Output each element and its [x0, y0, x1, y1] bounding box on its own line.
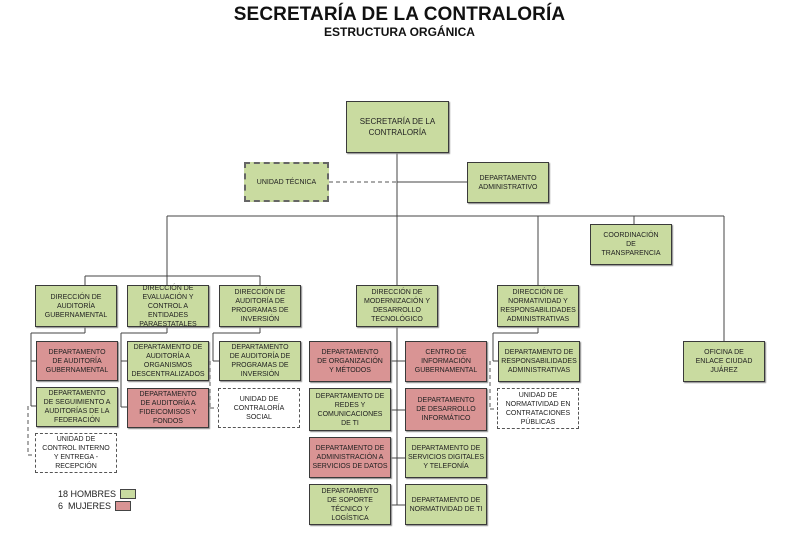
node-unidad-normatividad-contrataciones: UNIDAD DE NORMATIVIDAD EN CONTRATACIONES… — [497, 388, 579, 429]
node-depto-organismos: DEPARTAMENTO DE AUDITORÍA A ORGANISMOS D… — [127, 341, 209, 381]
legend-mujeres-swatch — [115, 501, 132, 511]
page-title: SECRETARÍA DE LA CONTRALORÍA — [233, 4, 566, 25]
node-depto-auditoria-gubernamental: DEPARTAMENTO DE AUDITORÍA GUBERNAMENTAL — [36, 341, 118, 381]
node-coord-transparencia: COORDINACIÓN DE TRANSPARENCIA — [590, 224, 672, 265]
node-depto-fideicomisos: DEPARTAMENTO DE AUDITORÍA A FIDEICOMISOS… — [127, 388, 209, 428]
node-depto-seguimiento: DEPARTAMENTO DE SEGUIMIENTO A AUDITORÍAS… — [36, 387, 118, 427]
legend-hombres: 18 HOMBRES — [58, 489, 137, 499]
node-depto-programas-inversion: DEPARTAMENTO DE AUDITORÍA DE PROGRAMAS D… — [219, 341, 301, 381]
node-depto-redes: DEPARTAMENTO DE REDES Y COMUNICACIONES D… — [309, 388, 391, 431]
legend-mujeres-label: 6 MUJERES — [58, 501, 112, 511]
node-unidad-tecnica: UNIDAD TÉCNICA — [244, 162, 329, 202]
legend-mujeres: 6 MUJERES — [58, 501, 132, 511]
node-depto-normatividad-ti: DEPARTAMENTO DE NORMATIVIDAD DE TI — [405, 484, 487, 525]
legend-hombres-swatch — [120, 489, 137, 499]
node-depto-organizacion: DEPARTAMENTO DE ORGANIZACIÓN Y MÉTODOS — [309, 341, 391, 382]
node-depto-admin-servicios-datos: DEPARTAMENTO DE ADMINISTRACIÓN A SERVICI… — [309, 437, 391, 478]
node-dir-modernizacion: DIRECCIÓN DE MODERNIZACIÓN Y DESARROLLO … — [356, 285, 438, 327]
node-unidad-control-interno: UNIDAD DE CONTROL INTERNO Y ENTREGA - RE… — [35, 433, 117, 473]
node-dir-normatividad: DIRECCIÓN DE NORMATIVIDAD Y RESPONSABILI… — [497, 285, 579, 327]
node-depto-administrativo: DEPARTAMENTO ADMINISTRATIVO — [467, 162, 549, 203]
node-dir-evaluacion: DIRECCIÓN DE EVALUACIÓN Y CONTROL A ENTI… — [127, 285, 209, 328]
node-depto-responsabilidades: DEPARTAMENTO DE RESPONSABILIDADES ADMINI… — [498, 341, 580, 382]
node-secretaria: SECRETARÍA DE LA CONTRALORÍA — [346, 101, 449, 153]
node-dir-programas-inversion: DIRECCIÓN DE AUDITORÍA DE PROGRAMAS DE I… — [219, 285, 301, 327]
node-oficina-enlace: OFICINA DE ENLACE CIUDAD JUÁREZ — [683, 341, 765, 382]
page-subtitle: ESTRUCTURA ORGÁNICA — [324, 25, 475, 39]
node-unidad-contraloria-social: UNIDAD DE CONTRALORÍA SOCIAL — [218, 388, 300, 428]
legend-hombres-label: 18 HOMBRES — [58, 489, 117, 499]
node-depto-desarrollo-informatico: DEPARTAMENTO DE DESARROLLO INFORMÁTICO — [405, 388, 487, 431]
node-centro-informacion: CENTRO DE INFORMACIÓN GUBERNAMENTAL — [405, 341, 487, 382]
node-depto-servicios-digitales: DEPARTAMENTO DE SERVICIOS DIGITALES Y TE… — [405, 437, 487, 478]
node-depto-soporte: DEPARTAMENTO DE SOPORTE TÉCNICO Y LOGÍST… — [309, 484, 391, 525]
node-dir-auditoria-gubernamental: DIRECCIÓN DE AUDITORÍA GUBERNAMENTAL — [35, 285, 117, 327]
